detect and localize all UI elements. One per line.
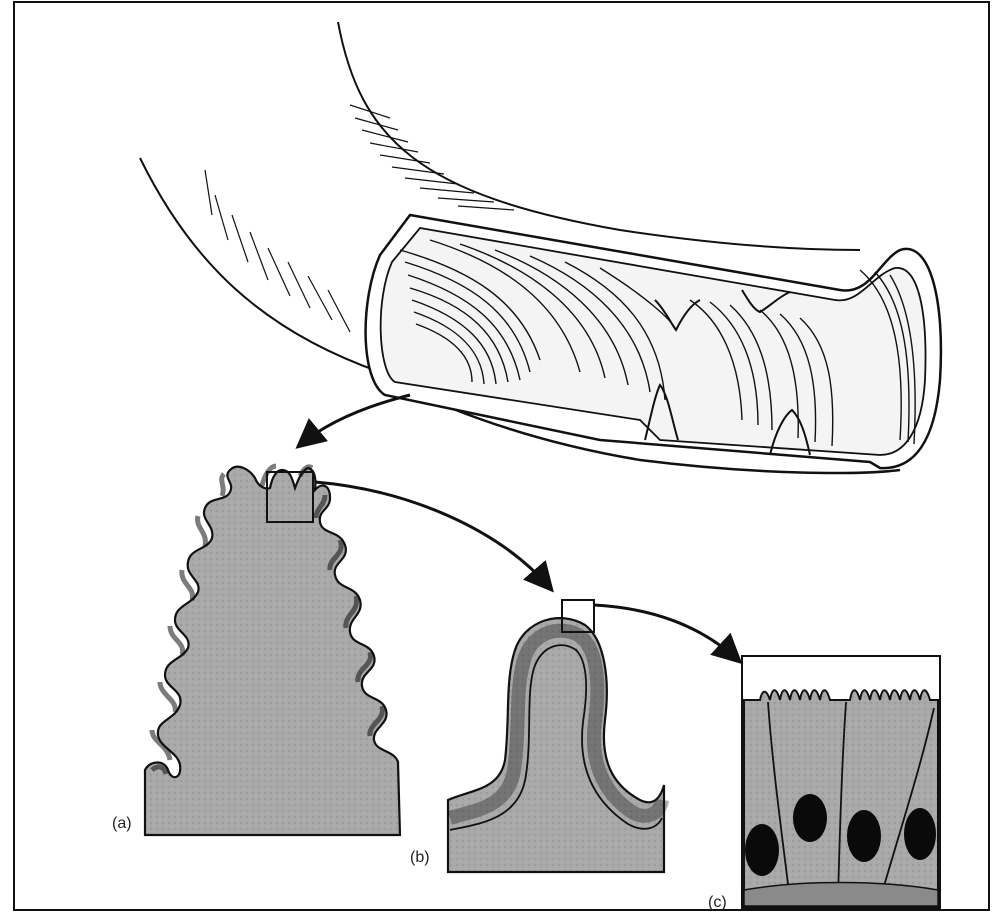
cell-nucleus-2 <box>793 794 827 842</box>
label-a: (a) <box>112 815 132 832</box>
panel-b: (b) <box>410 600 664 872</box>
label-b: (b) <box>410 849 430 866</box>
panel-c: (c) <box>708 656 940 911</box>
cell-nucleus-1 <box>745 824 779 876</box>
zoom-arrow-b-to-c <box>594 605 738 660</box>
intestine-cutaway <box>140 22 941 473</box>
zoom-arrow-a-to-b <box>315 482 550 588</box>
villus-b-tissue <box>448 618 664 872</box>
cell-nucleus-3 <box>847 810 881 862</box>
label-c: (c) <box>708 894 727 911</box>
panel-a: (a) <box>112 466 400 835</box>
tube-lower-line <box>140 158 380 372</box>
basement-membrane <box>744 883 938 907</box>
cell-nucleus-4 <box>904 808 936 860</box>
zoom-arrow-tube-to-a <box>300 395 410 445</box>
